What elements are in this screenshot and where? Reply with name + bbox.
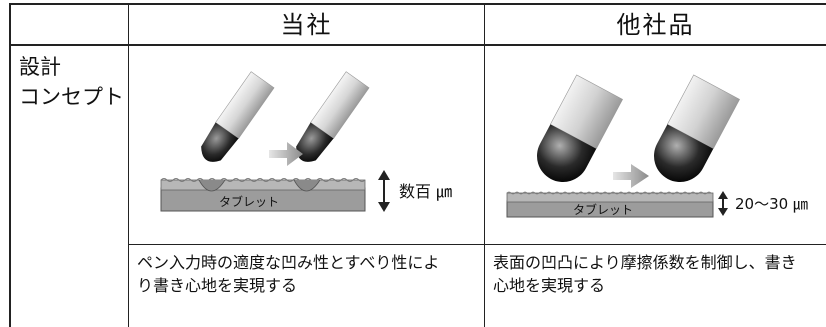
surface-dent-2 xyxy=(293,179,321,192)
tablet-surface-layer xyxy=(506,192,714,203)
header-bottom-border xyxy=(9,44,826,46)
pen-before xyxy=(201,71,275,162)
image-row-bottom-border xyxy=(128,244,826,245)
ours-description-line-1: ペン入力時の適度な凹み性とすべり性によ xyxy=(137,253,440,272)
pen-after xyxy=(654,74,740,182)
others-description-line-2: 心地を実現する xyxy=(493,276,606,295)
tablet-surface-layer xyxy=(160,179,366,191)
table-top-border xyxy=(9,3,826,5)
header-others: 他社品 xyxy=(616,11,695,39)
row-label-design-concept: 設計 コンセプト xyxy=(11,46,128,136)
others-description-line-1: 表面の凹凸により摩擦係数を制御し、書き xyxy=(493,253,797,272)
pen-after xyxy=(296,71,370,162)
ours-description-line-2: り書き心地を実現する xyxy=(137,276,298,295)
table-left-border xyxy=(9,3,11,327)
others-description: 表面の凹凸により摩擦係数を制御し、書き 心地を実現する xyxy=(485,245,826,327)
ours-description: ペン入力時の適度な凹み性とすべり性によ り書き心地を実現する xyxy=(129,245,484,327)
depth-label: 数百 ㎛ xyxy=(399,182,452,201)
ours-illustration: タブレット 数百 ㎛ xyxy=(160,71,452,212)
column-divider-2 xyxy=(484,3,485,327)
tablet-textured-surface xyxy=(506,191,712,195)
surface-dent-1 xyxy=(198,179,226,192)
tablet-label: タブレット xyxy=(219,194,279,209)
column-divider-1 xyxy=(128,3,129,327)
others-illustration: タブレット 20～30 ㎛ xyxy=(506,74,808,218)
header-ours: 当社 xyxy=(280,11,333,39)
depth-indicator-arrow xyxy=(378,170,390,212)
tablet-label: タブレット xyxy=(573,202,633,217)
row-label-line-2: コンセプト xyxy=(19,85,124,109)
tablet-textured-surface xyxy=(160,178,366,182)
motion-arrow xyxy=(613,164,649,188)
depth-label: 20～30 ㎛ xyxy=(735,195,808,213)
row-label-line-1: 設計 xyxy=(19,55,61,79)
motion-arrow xyxy=(269,142,303,166)
pen-before xyxy=(537,74,623,182)
depth-indicator-arrow xyxy=(718,191,728,216)
